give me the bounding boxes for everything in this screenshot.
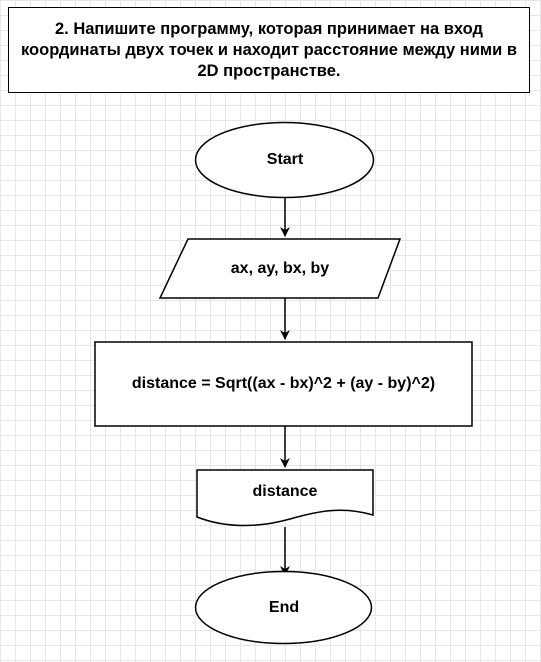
input-parallelogram	[158, 238, 402, 299]
start-label: Start	[266, 151, 304, 168]
process-box	[94, 341, 473, 427]
end-terminator	[194, 570, 373, 645]
output-label: distance	[252, 483, 318, 500]
process-label: distance = Sqrt((ax - bx)^2 + (ay - by)^…	[131, 375, 436, 392]
input-label: ax, ay, bx, by	[230, 260, 330, 277]
task-text: 2. Напишите программу, которая принимает…	[21, 19, 517, 80]
output-document	[196, 469, 374, 527]
task-statement: 2. Напишите программу, которая принимает…	[8, 7, 530, 93]
end-label: End	[268, 599, 300, 616]
